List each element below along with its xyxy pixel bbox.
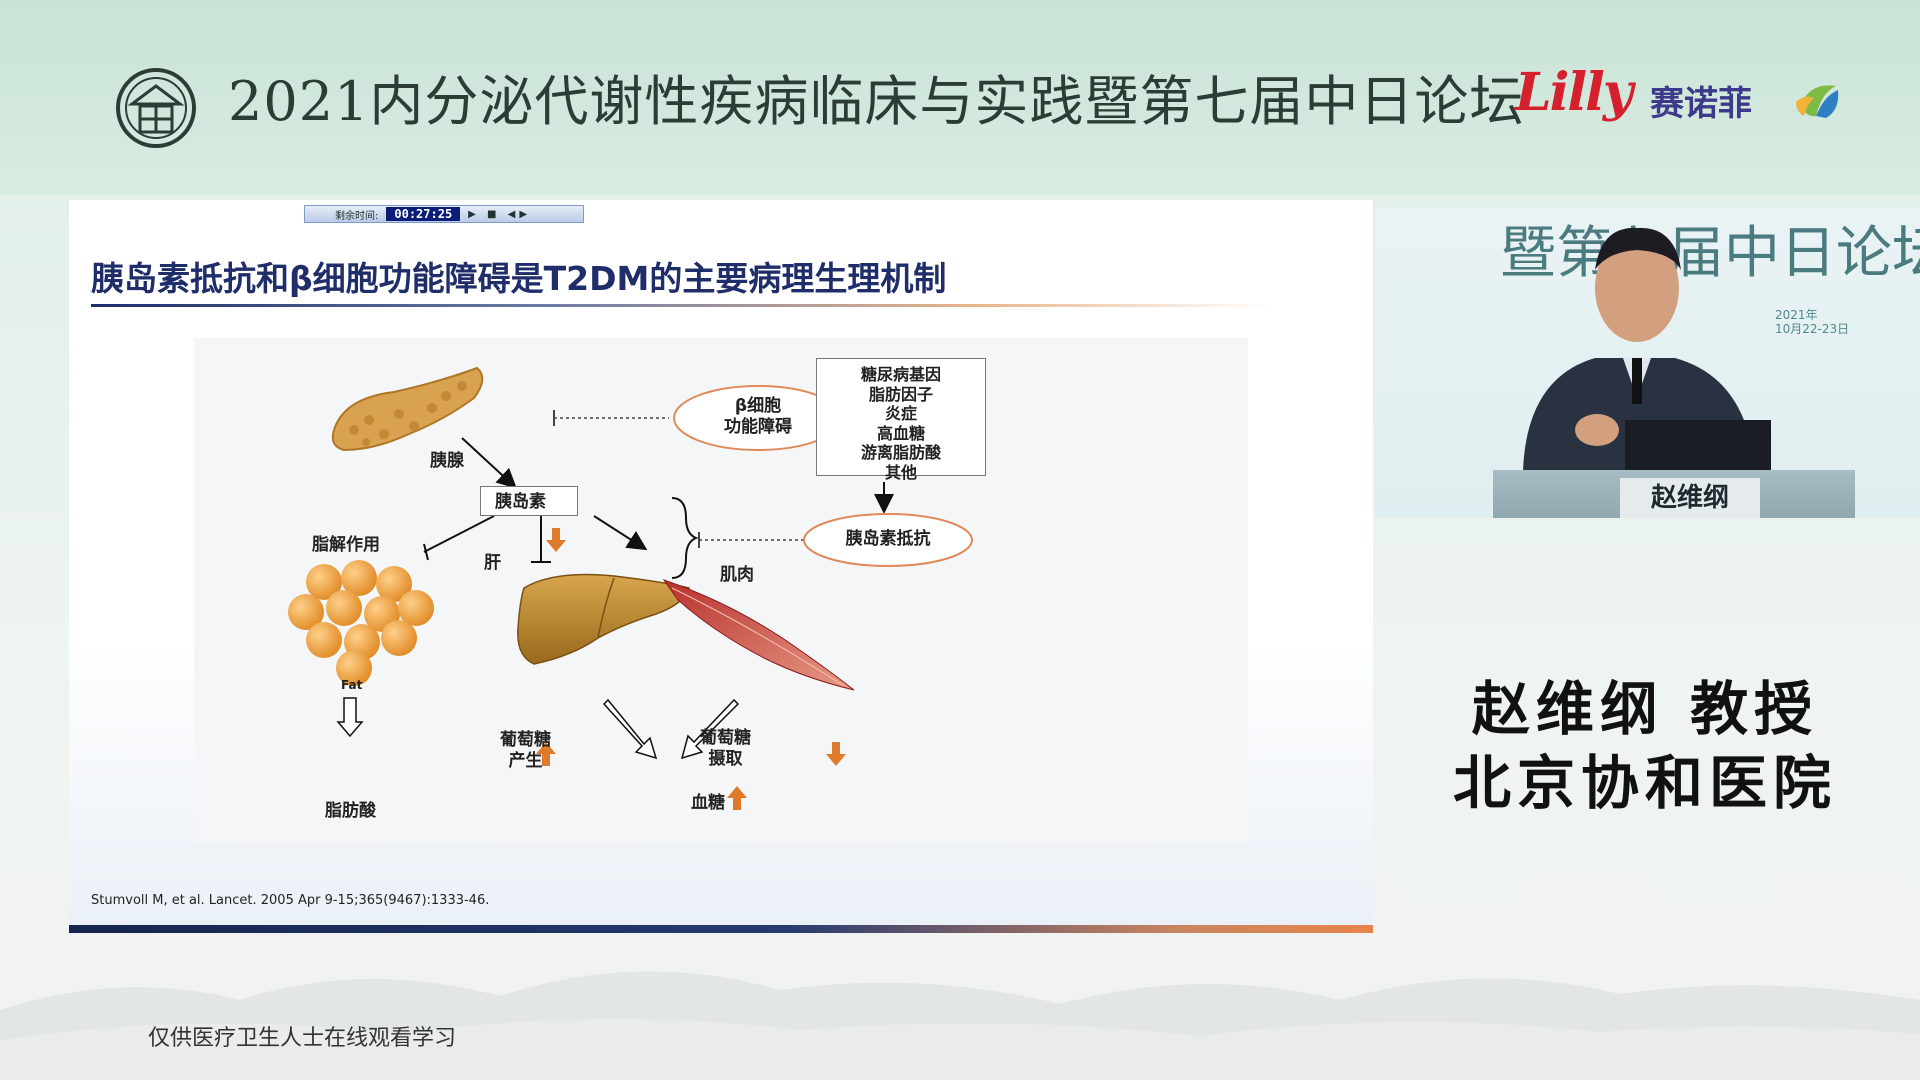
viewing-disclaimer: 仅供医疗卫生人士在线观看学习 — [148, 1026, 457, 1051]
fat-cells-illustration — [288, 560, 434, 686]
beta-cell-line2: 功能障碍 — [724, 417, 792, 437]
speaker-name: 赵维纲 教授 — [1471, 675, 1819, 743]
liver-illustration — [517, 573, 690, 665]
glucose-uptake-line2: 摄取 — [708, 749, 743, 769]
backdrop-date-days: 10月22-23日 — [1775, 322, 1850, 336]
lilly-logo: Lilly — [1515, 62, 1633, 123]
factor-hyperglycemia: 高血糖 — [876, 423, 925, 443]
beta-cell-dysfunction-label: β细胞 功能障碍 — [698, 396, 818, 438]
glucose-production-line1: 葡萄糖 — [500, 730, 551, 750]
lipolysis-label: 脂解作用 — [312, 535, 380, 555]
sanofi-mark-icon — [1796, 85, 1839, 118]
video-backdrop-date: 2021年 10月22-23日 — [1775, 308, 1849, 336]
muscle-illustration — [662, 579, 855, 691]
muscle-label: 肌肉 — [720, 565, 754, 585]
insulin-down-arrow-icon — [546, 528, 566, 552]
mountain-backdrop — [0, 971, 1920, 1080]
citation: Stumvoll M, et al. Lancet. 2005 Apr 9-15… — [91, 893, 490, 908]
glucose-production-up-arrow-icon — [536, 742, 556, 766]
risk-factors-box: 糖尿病基因 脂肪因子 炎症 高血糖 游离脂肪酸 其他 — [816, 358, 986, 482]
liver-label: 肝 — [484, 553, 501, 573]
sanofi-logo: 赛诺菲 — [1650, 84, 1752, 124]
insulin-box: 胰岛素 — [480, 486, 578, 516]
speaker-video[interactable]: 暨第七届中日论坛 2021年 10月22-23日 赵维纲 — [1375, 208, 1920, 518]
factor-adipokines: 脂肪因子 — [868, 384, 933, 404]
insulin-label: 胰岛素 — [495, 492, 546, 512]
glucose-production-label: 葡萄糖 产生 — [500, 730, 551, 772]
timer-label: 剩余时间: — [335, 210, 379, 222]
timer-controls-icon[interactable]: ▶ ■ ◀▶ — [468, 208, 532, 220]
video-backdrop-text: 暨第七届中日论坛 — [1500, 221, 1920, 286]
timer-value: 00:27:25 — [386, 207, 461, 221]
blood-glucose-up-arrow-icon — [727, 786, 747, 810]
factor-other: 其他 — [884, 462, 917, 482]
speaker-caption: 赵维纲 教授 北京协和医院 — [1385, 672, 1905, 820]
factor-genes: 糖尿病基因 — [860, 365, 941, 384]
presentation-slide: 剩余时间: 00:27:25 ▶ ■ ◀▶ 胰岛素抵抗和β细胞功能障碍是T2DM… — [69, 200, 1373, 933]
pancreas-illustration — [331, 366, 484, 452]
glucose-uptake-label: 葡萄糖 摄取 — [700, 728, 751, 770]
factor-inflammation: 炎症 — [884, 404, 917, 423]
speaker-nameplate: 赵维纲 — [1620, 478, 1760, 518]
backdrop-date-year: 2021年 — [1775, 308, 1818, 322]
conference-title: 2021内分泌代谢性疾病临床与实践暨第七届中日论坛 — [228, 70, 1525, 133]
pancreas-label: 胰腺 — [430, 451, 464, 471]
speaker-affiliation: 北京协和医院 — [1452, 749, 1837, 817]
blood-glucose-label: 血糖 — [691, 793, 725, 813]
free-fatty-acid-label: 脂肪酸 — [325, 801, 376, 821]
speaker-figure — [1523, 227, 1771, 478]
beta-cell-line1: β细胞 — [734, 396, 782, 416]
fat-label: Fat — [341, 678, 363, 692]
glucose-production-line2: 产生 — [508, 751, 543, 771]
conference-banner — [0, 0, 1920, 195]
glucose-uptake-line1: 葡萄糖 — [700, 728, 751, 748]
diagram-graphics — [288, 366, 973, 810]
pathophysiology-diagram: 糖尿病基因 脂肪因子 炎症 高血糖 游离脂肪酸 其他 β细胞 功能障碍 胰岛素抵… — [194, 338, 1248, 842]
slide-bottom-bar — [69, 925, 1373, 933]
remaining-time-toolbar[interactable]: 剩余时间: 00:27:25 ▶ ■ ◀▶ — [304, 205, 584, 223]
title-divider — [91, 304, 1271, 307]
slide-title: 胰岛素抵抗和β细胞功能障碍是T2DM的主要病理生理机制 — [91, 259, 947, 298]
factor-ffa: 游离脂肪酸 — [860, 443, 941, 462]
glucose-uptake-down-arrow-icon — [826, 742, 846, 766]
insulin-resistance-label: 胰岛素抵抗 — [845, 529, 931, 549]
insulin-resistance-ellipse — [803, 513, 973, 567]
conference-emblem-icon — [116, 68, 196, 148]
